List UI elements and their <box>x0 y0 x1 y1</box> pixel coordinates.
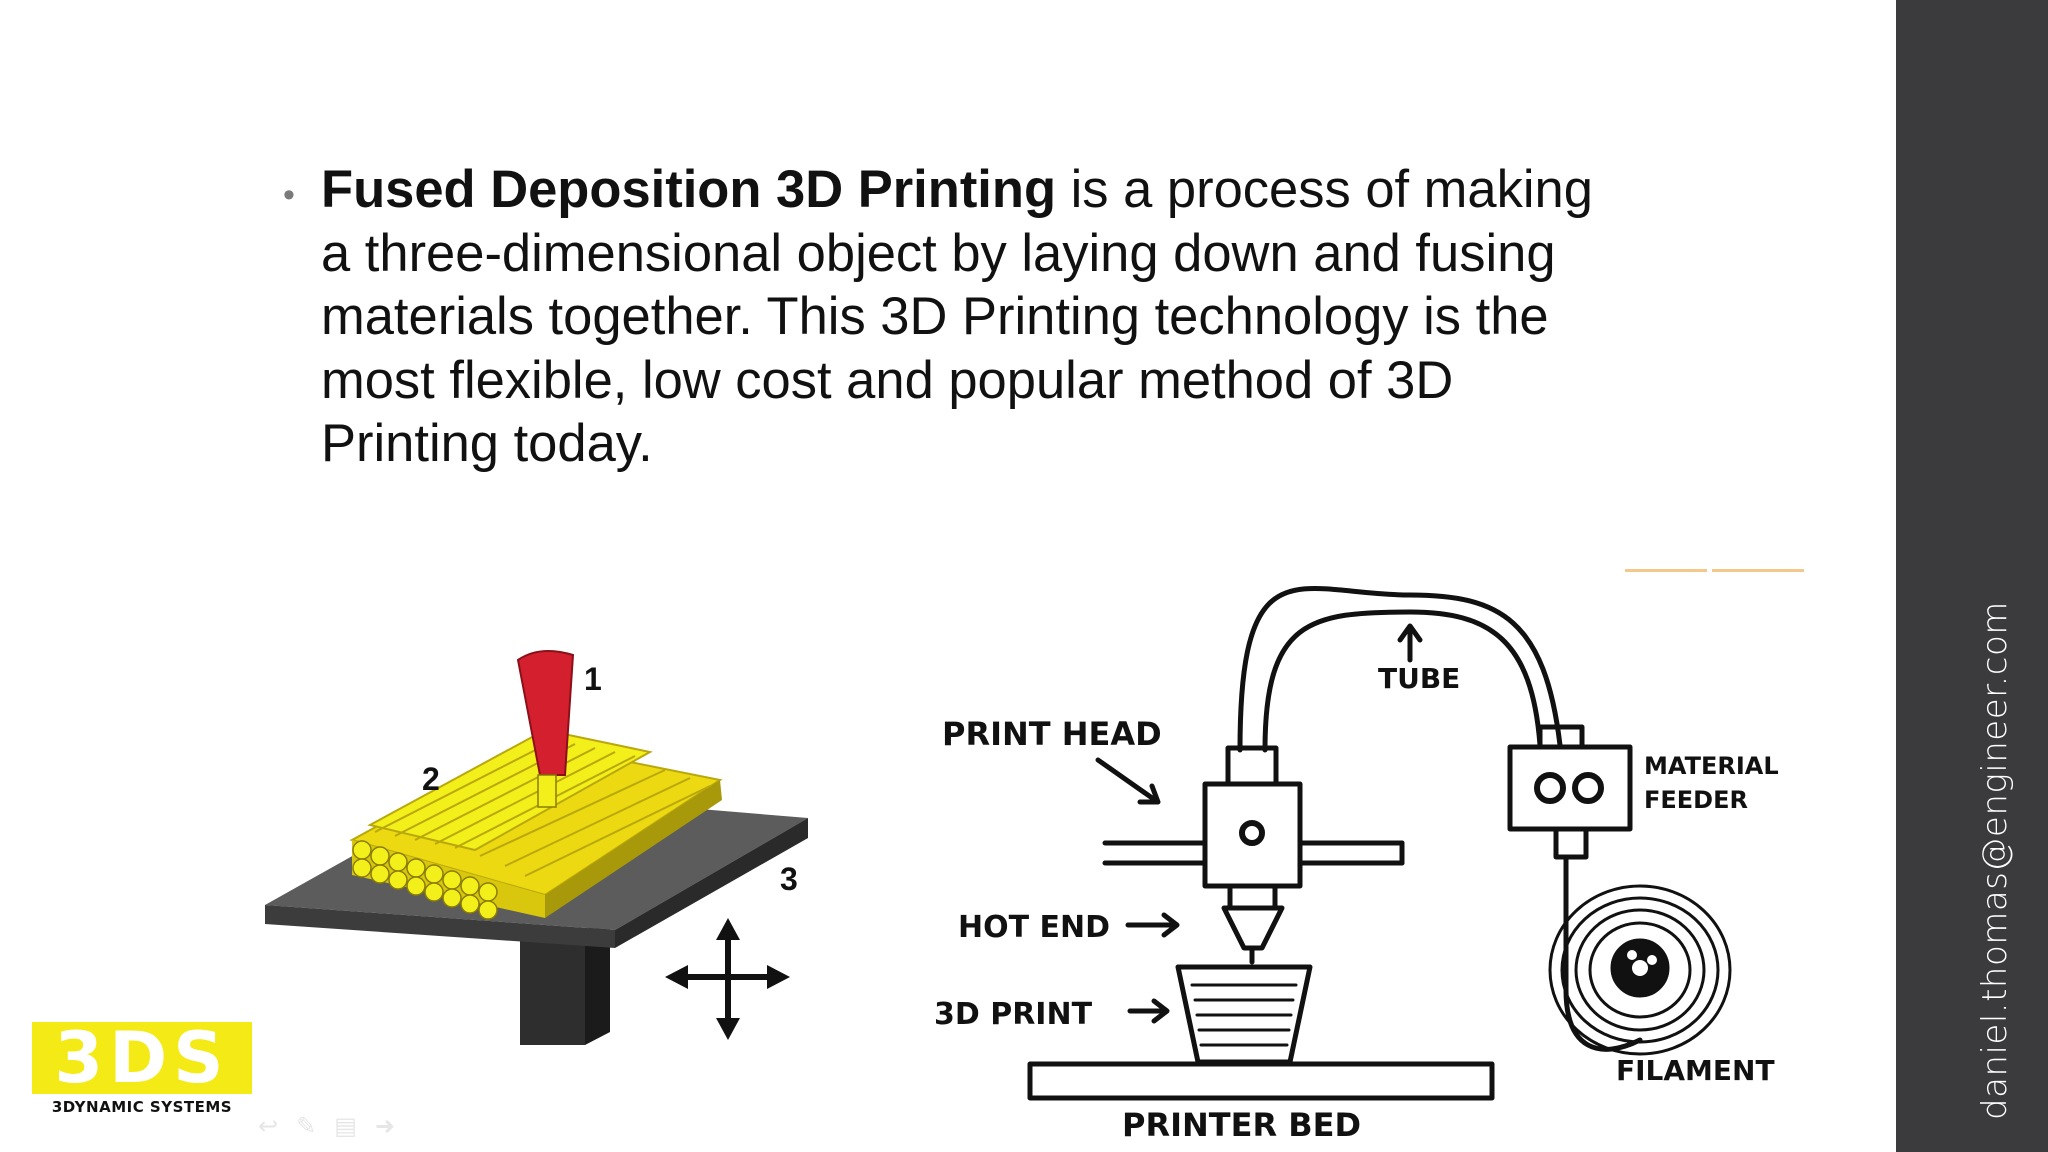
bullet-bold-term: Fused Deposition 3D Printing <box>321 160 1057 219</box>
tube-inner <box>1262 609 1543 753</box>
table-side <box>615 818 808 948</box>
filament-stack <box>349 728 723 920</box>
menu-icon[interactable]: ▤ <box>334 1113 357 1140</box>
fdm-illustration: 1 2 3 <box>265 650 808 1045</box>
tube <box>1237 586 1563 753</box>
pedestal-side <box>585 918 610 1045</box>
label-filament: FILAMENT <box>1616 1054 1775 1087</box>
label-tube: TUBE <box>1378 662 1460 695</box>
print-arrow-icon <box>1127 998 1170 1024</box>
label-print-head: PRINT HEAD <box>942 715 1162 753</box>
print-head-arrow-icon <box>1095 757 1161 805</box>
author-email: daniel.thomas@engineer.com <box>1975 601 2015 1120</box>
hot-end-arrow-icon <box>1125 912 1180 938</box>
printer-bed <box>1027 1061 1495 1101</box>
logo-mark: 3DS <box>54 1017 230 1099</box>
feeder-outlet <box>1553 826 1589 860</box>
arrow-right-icon[interactable]: ➜ <box>374 1113 396 1140</box>
label-2: 2 <box>422 761 440 797</box>
hot-end-block <box>1227 883 1278 911</box>
label-3: 3 <box>780 861 798 897</box>
label-printer-bed: PRINTER BED <box>1122 1106 1361 1144</box>
bullet-text: Fused Deposition 3D Printing is a proces… <box>321 158 1621 476</box>
printer-diagram: TUBE PRINT HEAD MATERIAL FEEDER HOT END … <box>934 586 1779 1144</box>
label-3d-print: 3D PRINT <box>934 997 1093 1032</box>
hot-end-nozzle <box>1221 905 1285 951</box>
label-feeder: FEEDER <box>1644 786 1748 814</box>
bullet-dot-icon: • <box>283 176 295 214</box>
company-logo: 3DS 3DYNAMIC SYSTEMS <box>32 1017 252 1116</box>
logo-subtitle: 3DYNAMIC SYSTEMS <box>51 1098 233 1116</box>
print-head-hole-icon <box>1239 820 1265 846</box>
filament-spool-icon <box>1548 884 1732 1056</box>
arrow-left-icon[interactable]: ↩ <box>258 1113 279 1140</box>
pedestal <box>520 930 585 1045</box>
sidebar <box>1896 0 2048 1152</box>
label-hot-end: HOT END <box>958 910 1110 945</box>
logo-box <box>32 1022 252 1094</box>
deco-line <box>1712 569 1804 572</box>
table-front <box>265 905 615 948</box>
move-arrows-icon <box>665 918 790 1040</box>
feeder-roller-left-icon <box>1534 772 1566 804</box>
bullet-description: is a process of making a three-dimension… <box>321 160 1593 473</box>
extruder-nozzle <box>516 650 575 808</box>
pen-icon[interactable]: ✎ <box>296 1113 317 1140</box>
material-feeder <box>1507 744 1633 832</box>
label-material: MATERIAL <box>1644 752 1779 780</box>
print-head-connector <box>1225 745 1279 787</box>
slide: • Fused Deposition 3D Printing is a proc… <box>32 158 1804 1144</box>
feeder-roller-right-icon <box>1572 772 1604 804</box>
deco-line <box>1625 569 1707 572</box>
tube-arrow-icon <box>1397 623 1423 663</box>
slide-nav-controls: ↩ ✎ ▤ ➜ <box>258 1113 395 1141</box>
print-head <box>1202 781 1303 889</box>
label-1: 1 <box>584 661 602 697</box>
